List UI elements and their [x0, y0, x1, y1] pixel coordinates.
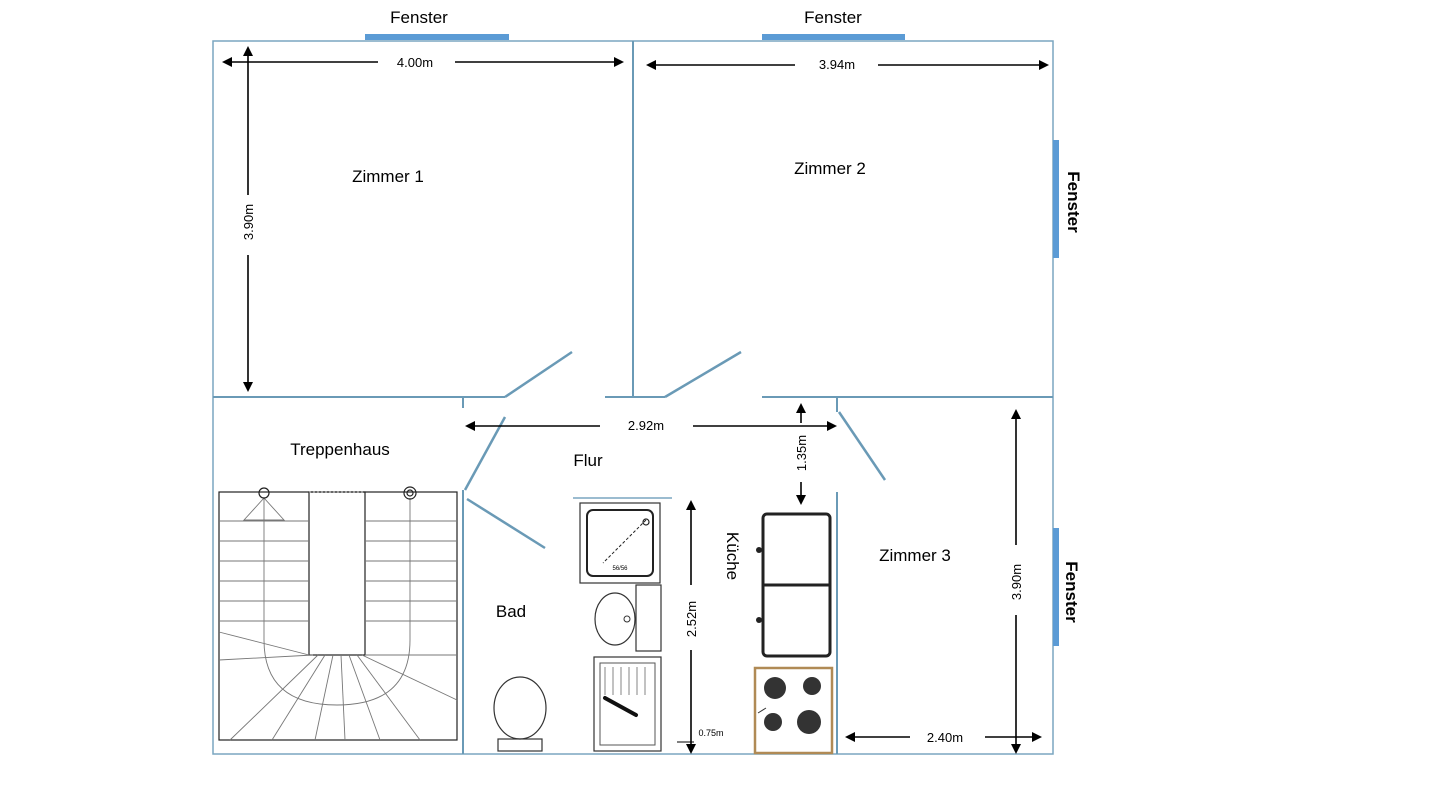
room-labels: Zimmer 1 Zimmer 2 Treppenhaus Flur Bad Z… — [290, 159, 951, 621]
dim-flur-width: 2.92m — [628, 418, 664, 433]
window-label-right-upper: Fenster — [1064, 171, 1083, 233]
dim-flur-depth: 1.35m — [794, 435, 809, 471]
dimension-lines — [222, 46, 1049, 754]
door-bad — [466, 497, 546, 550]
toilet-icon — [493, 676, 547, 740]
room-label-bad: Bad — [496, 602, 526, 621]
dimension-labels: 4.00m 3.90m 3.94m 2.92m 1.35m 2.52m 0.75… — [241, 55, 1024, 745]
dim-zimmer2-width: 3.94m — [819, 57, 855, 72]
dim-zimmer1-width: 4.00m — [397, 55, 433, 70]
door-zimmer2 — [664, 350, 742, 399]
dim-zimmer3-height: 3.90m — [1009, 564, 1024, 600]
walls — [212, 40, 1054, 755]
bathtub-icon — [593, 656, 662, 752]
stair-start-icon — [258, 487, 270, 499]
bathroom-fixtures — [493, 502, 662, 752]
room-label-zimmer1: Zimmer 1 — [352, 167, 424, 186]
dim-zimmer3-width: 2.40m — [927, 730, 963, 745]
dim-kueche-gap: 0.75m — [698, 728, 723, 738]
staircase — [218, 486, 458, 741]
dim-kueche-length: 2.52m — [684, 601, 699, 637]
windows — [365, 34, 1059, 646]
staircase-well — [308, 491, 366, 656]
shower-icon — [579, 502, 661, 584]
room-label-treppenhaus: Treppenhaus — [290, 440, 390, 459]
room-label-zimmer2: Zimmer 2 — [794, 159, 866, 178]
kitchen-fixtures — [753, 512, 834, 755]
window-labels: Fenster Fenster Fenster Fenster — [390, 8, 1083, 623]
room-label-kueche: Küche — [723, 532, 742, 580]
door-treppenhaus — [463, 416, 507, 491]
sink-icon — [594, 592, 636, 646]
dim-zimmer1-height: 3.90m — [241, 204, 256, 240]
shower-size-label: 56/56 — [612, 566, 628, 572]
staircase-outline — [218, 491, 458, 741]
window-label-top-right: Fenster — [804, 8, 862, 27]
room-label-zimmer3: Zimmer 3 — [879, 546, 951, 565]
door-zimmer3 — [837, 411, 887, 481]
window-label-right-lower: Fenster — [1062, 561, 1081, 623]
stove-icon — [753, 666, 834, 755]
room-label-flur: Flur — [573, 451, 603, 470]
window-label-top-left: Fenster — [390, 8, 448, 27]
doors — [463, 350, 887, 550]
door-zimmer1 — [504, 350, 573, 399]
